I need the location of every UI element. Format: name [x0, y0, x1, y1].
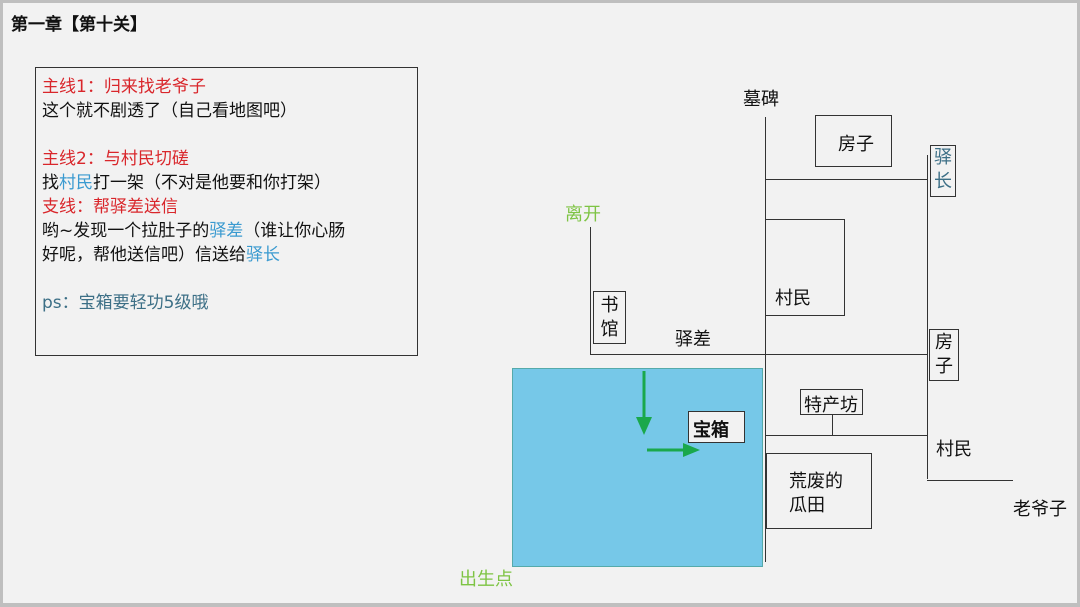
road-elder [927, 480, 1013, 481]
house-right-char-1: 房 [935, 332, 953, 353]
post-chief-char-2: 长 [934, 171, 952, 192]
library-char-1: 书 [600, 295, 619, 316]
page-title: 第一章【第十关】 [11, 15, 147, 35]
villager-label: 村民 [775, 288, 811, 309]
road-middle-horizontal [590, 354, 927, 355]
house-right-box: 房 子 [929, 329, 959, 381]
down-arrow-icon [636, 371, 652, 435]
main-road-vertical [765, 117, 766, 562]
villager-right-label: 村民 [936, 439, 972, 460]
side-quest-desc-1: 哟~发现一个拉肚子的驿差（谁让你心肠 [42, 219, 345, 243]
text-segment: 打一架（不对是他要和你打架） [93, 173, 331, 193]
leave-label: 离开 [565, 204, 601, 225]
melon-field-line-1: 荒废的 [789, 471, 843, 492]
road-lower-horizontal [765, 435, 927, 436]
main-quest-1-desc: 这个就不剧透了（自己看地图吧） [42, 101, 297, 121]
treasure-box[interactable]: 宝箱 [688, 411, 745, 443]
melon-field-box: 荒废的 瓜田 [766, 453, 872, 529]
leave-road-vertical [590, 227, 591, 355]
house-top: 房子 [815, 115, 892, 167]
courier-label: 驿差 [675, 329, 711, 350]
map-page: 第一章【第十关】 主线1：归来找老爷子 这个就不剧透了（自己看地图吧） 主线2：… [3, 3, 1077, 603]
elder-label: 老爷子 [1013, 499, 1067, 520]
right-arrow-icon [647, 443, 700, 457]
ps-note: ps：宝箱要轻功5级哦 [42, 293, 209, 313]
villager-area [765, 219, 845, 316]
post-chief-link: 驿长 [246, 245, 280, 265]
villager-link: 村民 [59, 173, 93, 193]
main-quest-1: 主线1：归来找老爷子 [42, 77, 206, 97]
main-quest-2: 主线2：与村民切磋 [42, 149, 189, 169]
post-chief-box: 驿 长 [930, 145, 956, 197]
specialty-shop-box: 特产坊 [800, 389, 863, 416]
water-field [512, 368, 763, 567]
melon-field-line-2: 瓜田 [789, 495, 825, 516]
library-char-2: 馆 [600, 319, 619, 340]
text-segment: 哟~发现一个拉肚子的 [42, 221, 210, 241]
right-road-vertical [927, 155, 928, 479]
text-segment: 好呢，帮他送信吧）信送给 [42, 245, 246, 265]
side-quest: 支线：帮驿差送信 [42, 197, 178, 217]
main-quest-2-desc: 找村民打一架（不对是他要和你打架） [42, 171, 331, 195]
spawn-label: 出生点 [459, 569, 513, 590]
house-right-char-2: 子 [935, 356, 953, 377]
courier-link: 驿差 [209, 221, 244, 241]
tomb-label: 墓碑 [743, 89, 779, 110]
road-upper-horizontal [765, 179, 927, 180]
quest-info-box: 主线1：归来找老爷子 这个就不剧透了（自己看地图吧） 主线2：与村民切磋 找村民… [35, 67, 418, 356]
text-segment: 找 [42, 173, 59, 193]
text-segment: （谁让你心肠 [243, 221, 346, 241]
post-chief-char-1: 驿 [934, 147, 952, 168]
library-box: 书 馆 [593, 291, 626, 344]
side-quest-desc-2: 好呢，帮他送信吧）信送给驿长 [42, 243, 280, 267]
shop-connector [832, 413, 833, 435]
arrows-layer [636, 371, 700, 457]
